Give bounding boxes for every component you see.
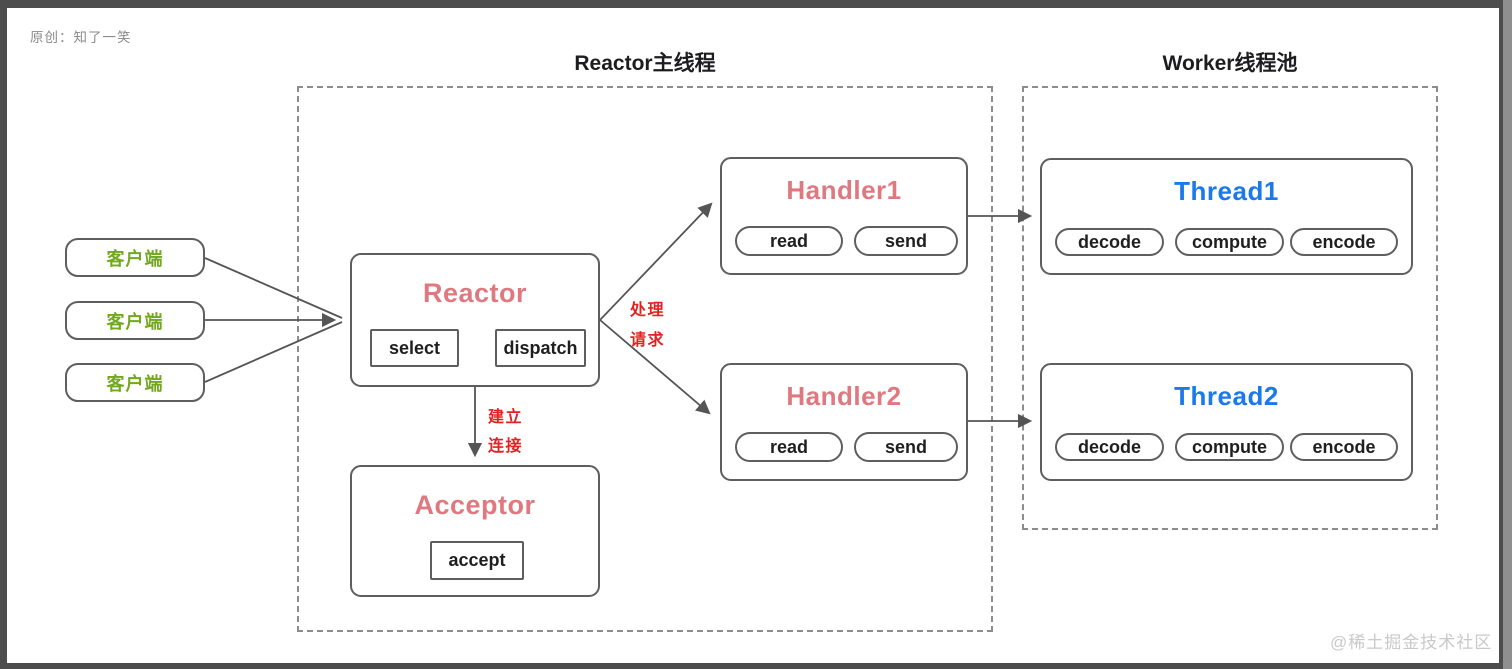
- send-op-box: send: [854, 226, 958, 256]
- worker-pool-container: [1022, 86, 1438, 530]
- author-byline: 原创：知了一笑: [30, 30, 132, 45]
- scrollbar-track: [1503, 0, 1512, 669]
- client-label: 客户端: [106, 248, 164, 269]
- client-box-1: 客户端: [65, 238, 205, 277]
- reactor-main-thread-title: Reactor主线程: [574, 52, 716, 75]
- frame-right-bar: [1499, 0, 1503, 669]
- encode-op-box: encode: [1290, 228, 1398, 256]
- acceptor-node-title: Acceptor: [414, 490, 536, 520]
- reactor-main-thread-container: [297, 86, 993, 632]
- frame-bottom-bar: [0, 663, 1512, 669]
- client-box-3: 客户端: [65, 363, 205, 402]
- handler1-node: Handler1 read send: [720, 157, 968, 275]
- frame-left-bar: [0, 0, 7, 669]
- compute-op-box: compute: [1175, 433, 1284, 461]
- accept-op-box: accept: [430, 541, 524, 580]
- establish-connection-label-line1: 建立: [488, 409, 524, 426]
- thread1-node: Thread1 decode compute encode: [1040, 158, 1413, 275]
- select-op-box: select: [370, 329, 459, 367]
- decode-op-box: decode: [1055, 433, 1164, 461]
- frame-top-bar: [0, 0, 1512, 8]
- worker-pool-title: Worker线程池: [1162, 52, 1298, 75]
- thread2-node: Thread2 decode compute encode: [1040, 363, 1413, 481]
- decode-op-box: decode: [1055, 228, 1164, 256]
- read-op-box: read: [735, 432, 843, 462]
- encode-op-box: encode: [1290, 433, 1398, 461]
- handler2-node: Handler2 read send: [720, 363, 968, 481]
- client-label: 客户端: [106, 373, 164, 394]
- client-label: 客户端: [106, 311, 164, 332]
- reactor-node: Reactor select dispatch: [350, 253, 600, 387]
- establish-connection-label-line2: 连接: [488, 438, 524, 455]
- reactor-node-title: Reactor: [422, 278, 528, 308]
- thread1-node-title: Thread1: [1174, 176, 1279, 206]
- handle-request-label-line2: 请求: [630, 332, 666, 349]
- read-op-box: read: [735, 226, 843, 256]
- thread2-node-title: Thread2: [1174, 381, 1279, 411]
- send-op-box: send: [854, 432, 958, 462]
- handle-request-label-line1: 处理: [630, 302, 666, 319]
- client-box-2: 客户端: [65, 301, 205, 340]
- handler2-node-title: Handler2: [786, 381, 902, 411]
- handler1-node-title: Handler1: [786, 175, 902, 205]
- acceptor-node: Acceptor accept: [350, 465, 600, 597]
- community-watermark: @稀土掘金技术社区: [1330, 633, 1493, 652]
- compute-op-box: compute: [1175, 228, 1284, 256]
- dispatch-op-box: dispatch: [495, 329, 586, 367]
